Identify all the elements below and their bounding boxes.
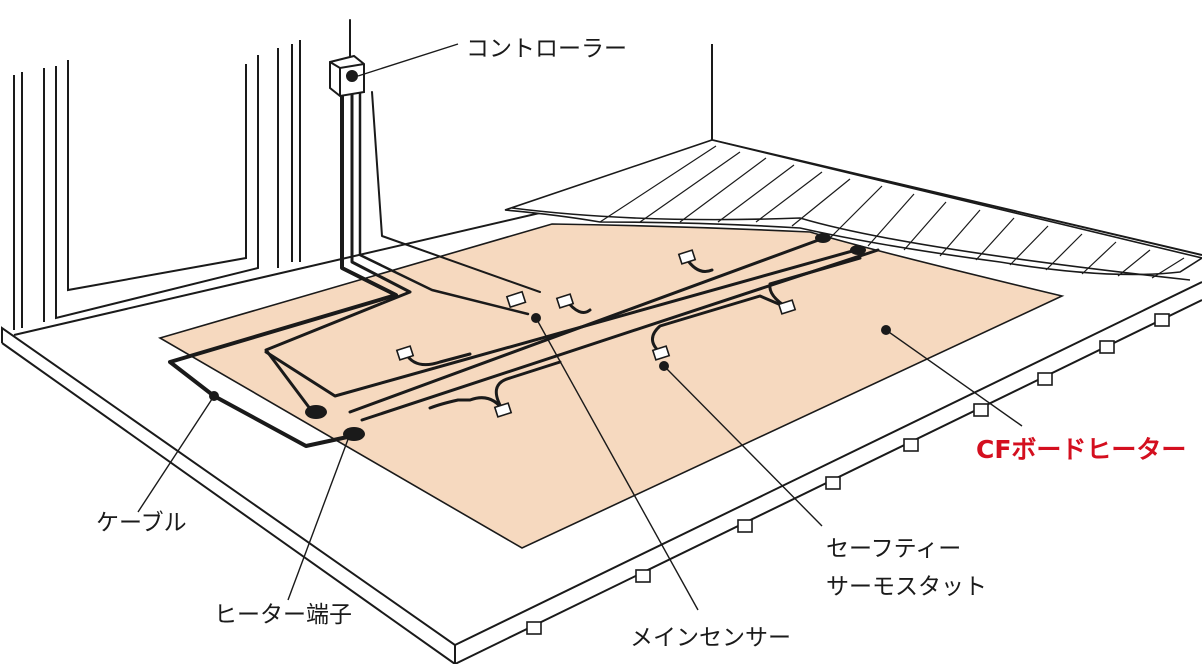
label-safety-thermostat-line1: セーフティー	[826, 536, 961, 562]
label-cf-board-heater: CFボードヒーター	[976, 435, 1186, 464]
controller-box	[329, 54, 365, 98]
cf-board-heater-panel	[157, 223, 1065, 549]
label-main-sensor: メインセンサー	[630, 625, 791, 651]
label-safety-thermostat-line2: サーモスタット	[826, 574, 987, 600]
floor-joists	[526, 313, 1170, 635]
heater-wiring	[168, 19, 880, 448]
wood-plank-lines	[599, 145, 1185, 279]
label-cable: ケーブル	[96, 510, 187, 536]
label-controller: コントローラー	[466, 36, 627, 62]
leader-lines	[137, 43, 1023, 611]
connector-boxes	[395, 249, 797, 418]
label-heater-terminal: ヒーター端子	[214, 602, 352, 628]
wood-flooring	[504, 139, 1202, 281]
